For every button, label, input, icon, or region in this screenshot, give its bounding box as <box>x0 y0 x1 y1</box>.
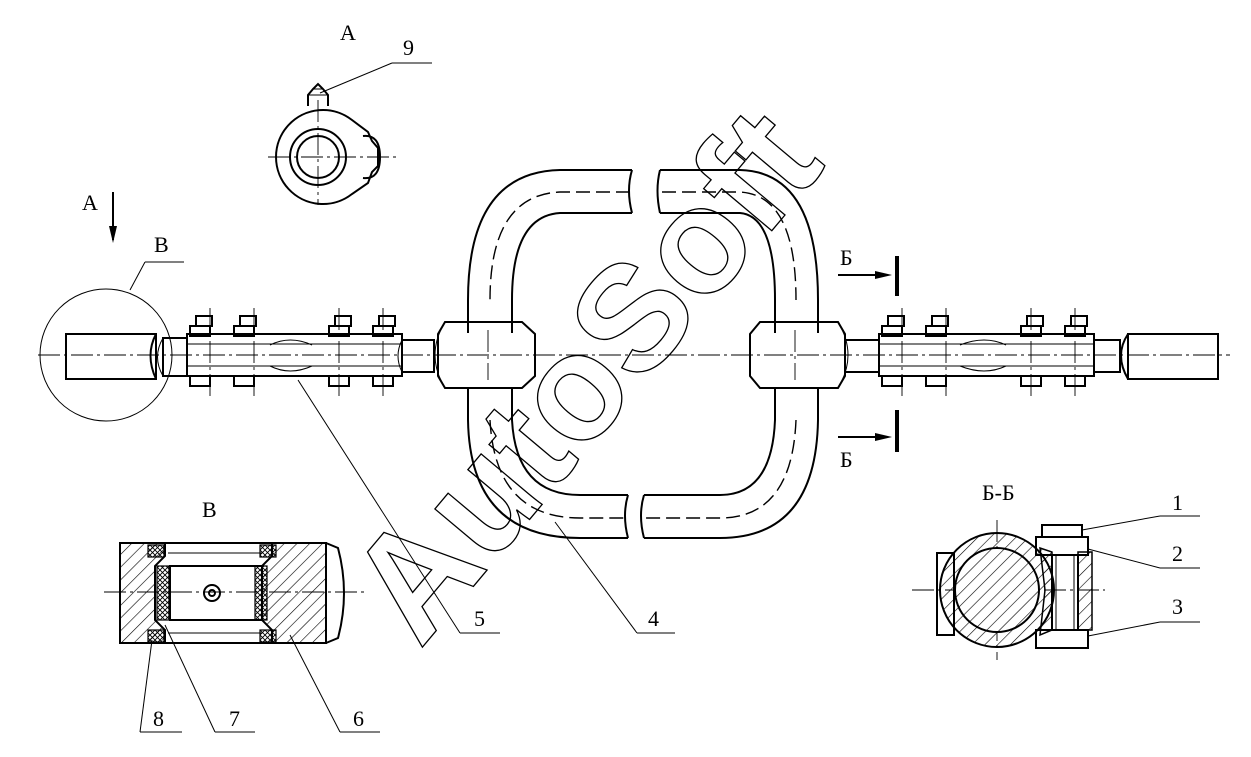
view-v-title: В <box>202 497 217 522</box>
callout-4: 4 <box>554 521 675 634</box>
callout-3-label: 3 <box>1172 594 1183 619</box>
callout-5: 5 <box>297 379 500 634</box>
callout-5-label: 5 <box>474 606 485 631</box>
callout-2-label: 2 <box>1172 541 1183 566</box>
autosoft-watermark: AutoSoft <box>316 78 852 671</box>
callout-4-label: 4 <box>648 606 659 631</box>
callout-7: 7 <box>164 624 255 733</box>
callout-8: 8 <box>139 639 182 733</box>
callout-6-label: 6 <box>353 706 364 731</box>
left-rod-end <box>65 333 188 380</box>
callout-7-label: 7 <box>229 706 240 731</box>
callout-2: 2 <box>1087 541 1200 569</box>
center-shackle <box>467 169 819 539</box>
callout-9-label: 9 <box>403 35 414 60</box>
view-a-arrow-label: А <box>82 190 98 215</box>
left-eye-connector <box>434 321 536 389</box>
section-marker-b: Б Б <box>838 245 899 472</box>
section-b-top-label: Б <box>840 245 853 270</box>
view-a-eye <box>268 82 398 205</box>
right-rod-end <box>1120 333 1219 380</box>
callout-9: 9 <box>319 35 432 94</box>
section-bb-title: Б-Б <box>982 480 1015 505</box>
right-eye-connector <box>749 321 849 389</box>
callout-1-label: 1 <box>1172 490 1183 515</box>
view-a-arrow: А <box>82 190 117 243</box>
callout-1: 1 <box>1081 490 1200 531</box>
callout-3: 3 <box>1087 594 1200 637</box>
callout-8-label: 8 <box>153 706 164 731</box>
detail-circle-v: В <box>39 232 184 422</box>
section-b-bottom-label: Б <box>840 447 853 472</box>
detail-circle-label: В <box>154 232 169 257</box>
section-bb <box>912 520 1105 660</box>
view-a-title: А <box>340 20 356 45</box>
callout-6: 6 <box>289 634 380 733</box>
detail-view-v <box>104 542 365 644</box>
right-clamp <box>844 308 1121 396</box>
left-clamp <box>186 308 435 396</box>
